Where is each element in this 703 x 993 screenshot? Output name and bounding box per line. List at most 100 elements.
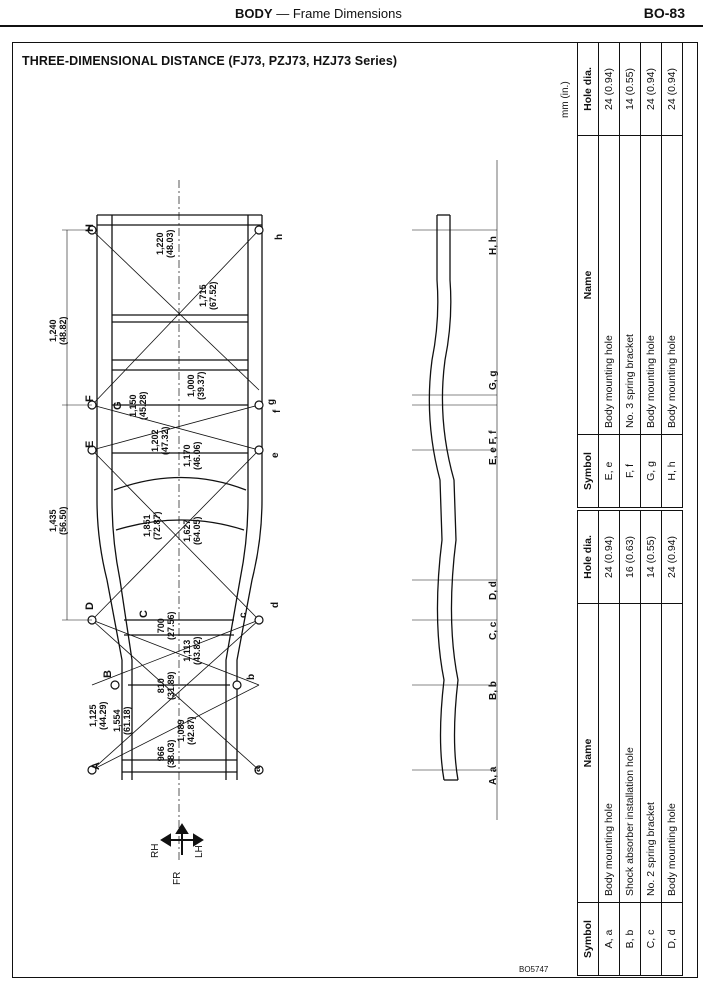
cell-name: No. 2 spring bracket (640, 603, 662, 903)
table-upper: Symbol Name Hole dia. E, e Body mounting… (577, 42, 683, 508)
side-rail-top (428, 215, 445, 781)
header-name: Name (577, 603, 599, 903)
cell-name: Body mounting hole (598, 135, 620, 435)
dim-1220: 1,220 (48.03) (155, 229, 175, 258)
side-label-Cc: C, c (488, 621, 499, 640)
dim-value: 1,627 (182, 519, 192, 542)
cell-symbol: H, h (661, 434, 683, 508)
side-label-Aa: A, a (488, 766, 499, 785)
dim-1170: 1,170 (46.06) (182, 441, 202, 470)
dim-inch: (38.03) (166, 739, 176, 768)
table-row: H, h Body mounting hole 24 (0.94) (661, 42, 683, 508)
table-row: A, a Body mounting hole 24 (0.94) (598, 510, 620, 976)
dim-value: 1,435 (48, 509, 58, 532)
figure-code: BO5747 (519, 965, 549, 974)
dim-966: 966 (38.03) (156, 739, 176, 768)
cell-symbol: G, g (640, 434, 662, 508)
table-row: F, f No. 3 spring bracket 14 (0.55) (619, 42, 641, 508)
dim-1851: 1,851 (72.87) (142, 511, 162, 540)
header-topic: Frame Dimensions (292, 6, 402, 21)
dim-1627: 1,627 (64.05) (182, 516, 202, 545)
dim-value: 1,220 (155, 232, 165, 255)
table-row: B, b Shock absorber installation hole 16… (619, 510, 641, 976)
point-c: c (238, 612, 249, 618)
point-e: e (270, 452, 281, 458)
dim-1089: 1,089 (42.87) (176, 716, 196, 745)
dim-inch: (72.87) (152, 511, 162, 540)
dim-1554: 1,554 (61.18) (112, 706, 132, 735)
units-label: mm (in.) (560, 81, 571, 118)
dim-inch: (46.06) (192, 441, 202, 470)
point-a: a (252, 766, 263, 772)
cell-name: Body mounting hole (598, 603, 620, 903)
dim-value: 1,202 (150, 429, 160, 452)
dim-inch: (56.50) (58, 506, 68, 535)
cell-hole-dia: 16 (0.63) (619, 510, 641, 604)
dim-1240: 1,240 (48.82) (48, 316, 68, 345)
side-label-EeFf: E, e F, f (488, 430, 499, 465)
cell-hole-dia: 14 (0.55) (619, 42, 641, 136)
point-E: E (84, 440, 96, 448)
point-h: h (274, 233, 285, 240)
cell-hole-dia: 24 (0.94) (598, 42, 620, 136)
cell-symbol: C, c (640, 902, 662, 976)
dim-inch: (48.03) (165, 229, 175, 258)
dim-1000: 1,000 (39.37) (186, 371, 206, 400)
cell-symbol: A, a (598, 902, 620, 976)
header-hole-dia: Hole dia. (577, 510, 599, 604)
right-rail-outer (236, 215, 263, 780)
dim-inch: (45.28) (138, 391, 148, 420)
direction-lh: LH (194, 845, 205, 858)
point-H: H (84, 224, 96, 232)
cell-name: Body mounting hole (661, 603, 683, 903)
cell-name: Shock absorber installation hole (619, 603, 641, 903)
point-B: B (102, 670, 114, 678)
dim-value: 810 (156, 678, 166, 694)
left-rail-inner (111, 215, 133, 780)
dim-inch: (43.82) (192, 636, 202, 665)
dim-value: 966 (156, 746, 166, 762)
dim-inch: (47.32) (160, 426, 170, 455)
cell-name: Body mounting hole (640, 135, 662, 435)
point-G: G (112, 401, 124, 410)
table-row: G, g Body mounting hole 24 (0.94) (640, 42, 662, 508)
dim-value: 1,170 (182, 444, 192, 467)
side-label-Gg: G, g (488, 370, 499, 390)
cell-symbol: B, b (619, 902, 641, 976)
header-symbol: Symbol (577, 902, 599, 976)
dim-value: 1,113 (182, 639, 192, 662)
dim-value: 1,851 (142, 514, 152, 537)
point-F: F (84, 395, 96, 402)
cell-symbol: E, e (598, 434, 620, 508)
header-hole-dia: Hole dia. (577, 42, 599, 136)
dim-inch: (27.56) (166, 611, 176, 640)
point-A: A (90, 762, 102, 770)
table-header-row: Symbol Name Hole dia. (577, 510, 599, 976)
point-g: g (266, 398, 277, 405)
dim-1715: 1,715 (67.52) (198, 281, 218, 310)
dim-value: 700 (156, 618, 166, 634)
point-d: d (270, 601, 281, 608)
dim-1202: 1,202 (47.32) (150, 426, 170, 455)
right-rail-inner (225, 215, 249, 780)
page-header: BODY — Frame Dimensions (235, 6, 402, 21)
dim-1113: 1,113 (43.82) (182, 636, 202, 665)
header-separator: — (276, 6, 290, 21)
dim-inch: (31.89) (166, 671, 176, 700)
dim-inch: (44.29) (98, 701, 108, 730)
page-number: BO-83 (643, 5, 685, 21)
point-C: C (138, 610, 150, 618)
dim-inch: (48.82) (58, 316, 68, 345)
header-symbol: Symbol (577, 434, 599, 508)
point-b: b (246, 673, 257, 680)
table-row: D, d Body mounting hole 24 (0.94) (661, 510, 683, 976)
table-row: C, c No. 2 spring bracket 14 (0.55) (640, 510, 662, 976)
dim-value: 1,715 (198, 284, 208, 307)
left-rail-outer (96, 215, 123, 780)
frame-diagram (62, 160, 498, 860)
dim-value: 1,554 (112, 709, 122, 732)
side-label-Dd: D, d (488, 581, 499, 600)
direction-rh: RH (150, 843, 161, 858)
figure-border (12, 42, 698, 978)
dim-value: 1,240 (48, 319, 58, 342)
